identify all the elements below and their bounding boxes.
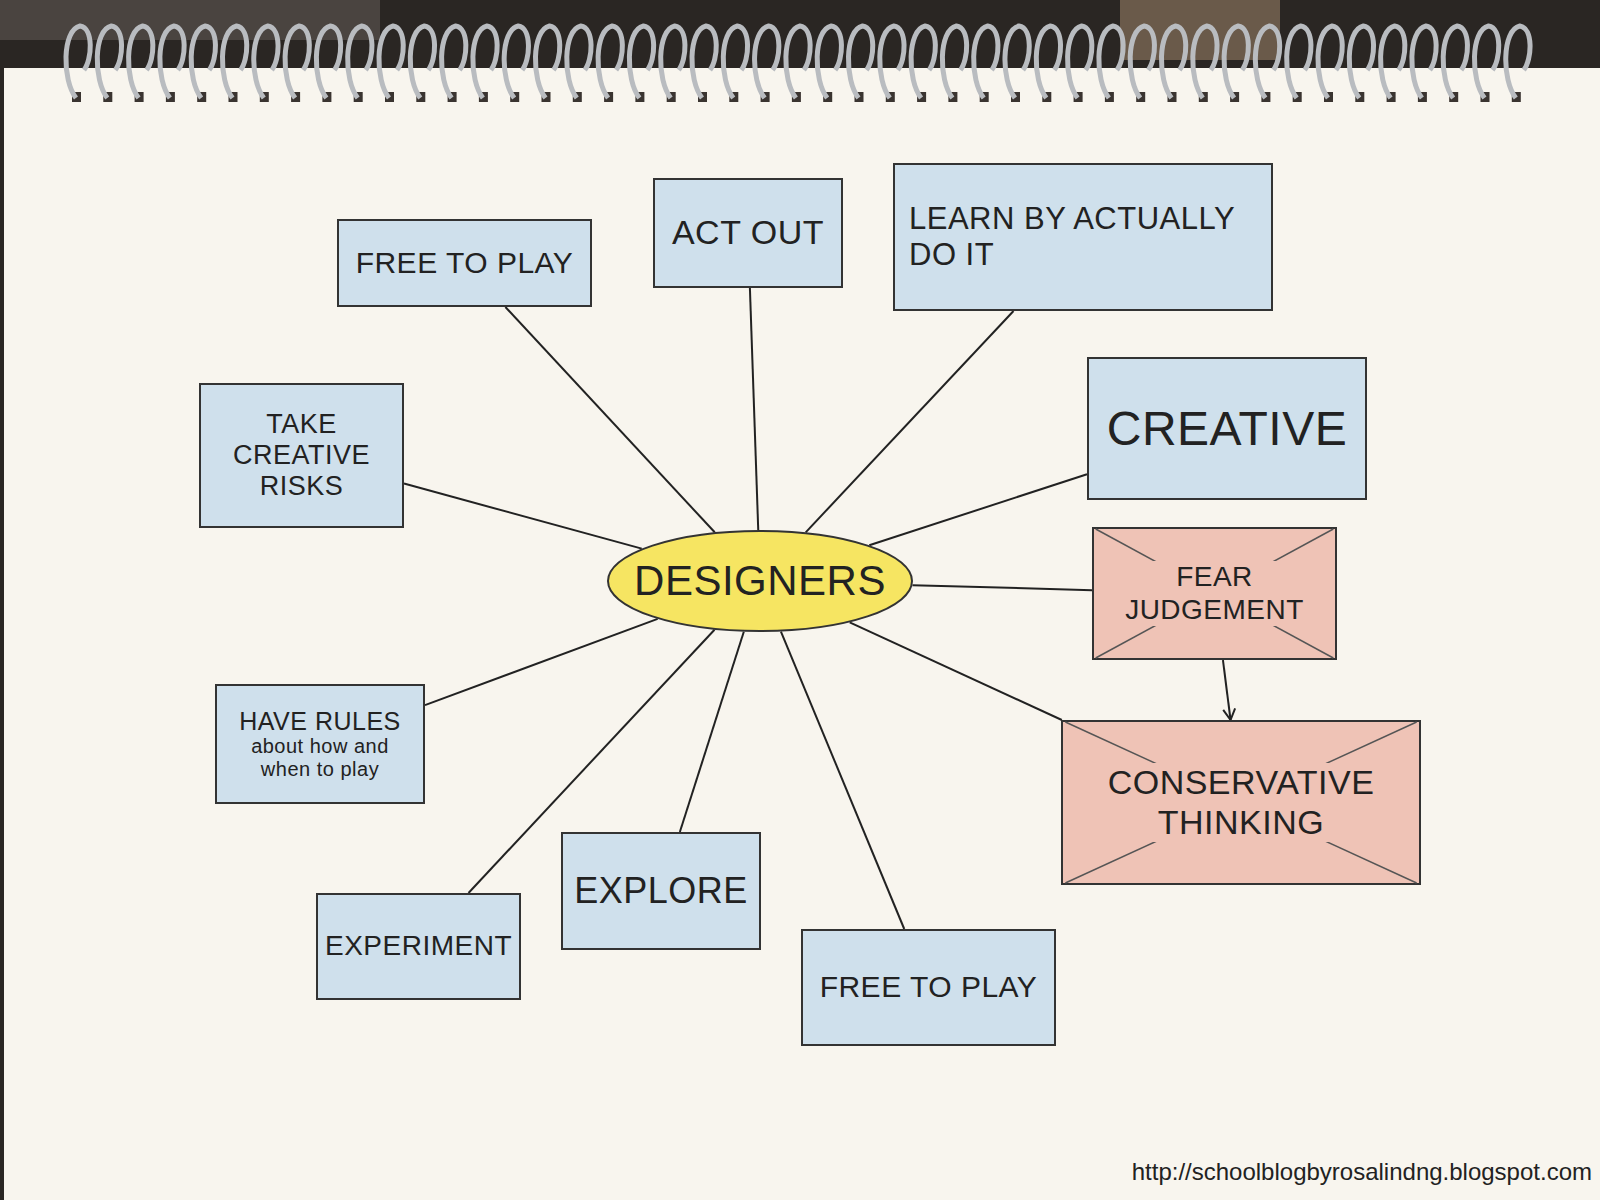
- binding-ring: [880, 26, 904, 98]
- binding-ring: [1068, 26, 1092, 98]
- central-ellipse: DESIGNERS: [607, 530, 913, 632]
- binding-ring: [129, 26, 153, 98]
- binding-ring: [1287, 26, 1311, 98]
- binding-ring: [598, 26, 622, 98]
- binding-ring: [1349, 26, 1373, 98]
- node-subtext: about how and when to play: [231, 735, 409, 781]
- binding-ring: [692, 26, 716, 98]
- binding-ring: [410, 26, 434, 98]
- binding-ring: [1381, 26, 1405, 98]
- connector-line: [680, 632, 744, 832]
- binding-ring: [755, 26, 779, 98]
- binding-ring: [504, 26, 528, 98]
- connector-line: [869, 474, 1087, 545]
- binding-ring: [817, 26, 841, 98]
- node-text: FREE TO PLAY: [820, 970, 1038, 1005]
- binding-ring: [1224, 26, 1248, 98]
- connector-line: [806, 311, 1014, 532]
- binding-ring: [1130, 26, 1154, 98]
- idea-box: CREATIVE: [1087, 357, 1367, 500]
- binding-ring: [348, 26, 372, 98]
- connector-line: [781, 632, 904, 929]
- idea-box: LEARN BY ACTUALLY DO IT: [893, 163, 1273, 311]
- node-text: LEARN BY ACTUALLY DO IT: [909, 201, 1257, 272]
- binding-ring: [535, 26, 559, 98]
- binding-ring: [222, 26, 246, 98]
- connector-line: [425, 619, 658, 705]
- binding-ring: [661, 26, 685, 98]
- idea-box: FREE TO PLAY: [801, 929, 1056, 1046]
- paper-page: [4, 68, 1600, 1200]
- watermark-url: http://schoolblogbyrosalindng.blogspot.c…: [1132, 1158, 1592, 1186]
- idea-box: EXPLORE: [561, 832, 761, 950]
- binding-ring: [442, 26, 466, 98]
- binding-ring: [1443, 26, 1467, 98]
- background: [0, 0, 1600, 70]
- node-text: FEAR JUDGEMENT: [1108, 561, 1321, 625]
- idea-box: HAVE RULESabout how and when to play: [215, 684, 425, 804]
- rejected-box: FEAR JUDGEMENT: [1092, 527, 1337, 660]
- binding-ring: [1099, 26, 1123, 98]
- rejected-box: CONSERVATIVE THINKING: [1061, 720, 1421, 885]
- binding-ring: [160, 26, 184, 98]
- binding-ring: [254, 26, 278, 98]
- binding-ring: [285, 26, 309, 98]
- binding-ring: [1005, 26, 1029, 98]
- binding-ring: [942, 26, 966, 98]
- binding-ring: [66, 26, 90, 98]
- idea-box: EXPERIMENT: [316, 893, 521, 1000]
- node-text: EXPERIMENT: [325, 930, 512, 962]
- binding-ring: [567, 26, 591, 98]
- binding-ring: [473, 26, 497, 98]
- binding-ring: [1193, 26, 1217, 98]
- connector-line: [505, 307, 714, 532]
- node-text: ACT OUT: [672, 213, 824, 252]
- binding-ring: [379, 26, 403, 98]
- idea-box: TAKE CREATIVE RISKS: [199, 383, 404, 528]
- idea-box: FREE TO PLAY: [337, 219, 592, 307]
- connector-line: [912, 585, 1092, 590]
- binding-ring: [1036, 26, 1060, 98]
- binding-ring: [786, 26, 810, 98]
- connector-arrow: [1223, 660, 1231, 720]
- binding-ring: [911, 26, 935, 98]
- node-text: DESIGNERS: [634, 557, 886, 605]
- binding-ring: [1161, 26, 1185, 98]
- binding-ring: [97, 26, 121, 98]
- binding-ring: [1506, 26, 1530, 98]
- connector-line: [404, 484, 642, 549]
- connector-line: [750, 288, 758, 530]
- binding-ring: [1412, 26, 1436, 98]
- binding-ring: [316, 26, 340, 98]
- binding-ring: [191, 26, 215, 98]
- binding-ring: [629, 26, 653, 98]
- binding-ring: [723, 26, 747, 98]
- node-text: EXPLORE: [574, 870, 748, 911]
- node-text: TAKE CREATIVE RISKS: [215, 409, 388, 502]
- idea-box: ACT OUT: [653, 178, 843, 288]
- connector-line: [850, 622, 1062, 720]
- node-text: FREE TO PLAY: [356, 246, 574, 281]
- binding-ring: [1318, 26, 1342, 98]
- binding-ring: [848, 26, 872, 98]
- spiral-binding: [66, 26, 1530, 102]
- binding-ring: [1474, 26, 1498, 98]
- binding-ring: [1255, 26, 1279, 98]
- binding-ring: [974, 26, 998, 98]
- node-text: CONSERVATIVE THINKING: [1077, 763, 1405, 841]
- node-text: HAVE RULES: [239, 707, 401, 736]
- node-text: CREATIVE: [1107, 401, 1347, 456]
